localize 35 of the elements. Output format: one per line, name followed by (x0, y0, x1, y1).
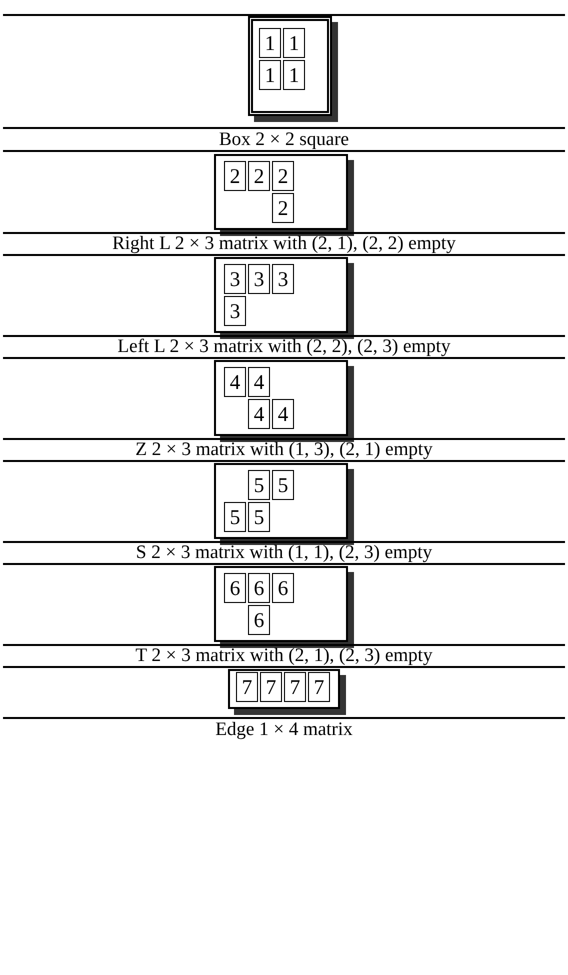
number-cell: 4 (248, 367, 270, 397)
number-cell: 5 (248, 502, 270, 532)
node-label: Edge 1 × 4 matrix (214, 719, 354, 741)
node-label: Left L 2 × 3 matrix with (2, 2), (2, 3) empty (116, 336, 452, 358)
number-cell: 2 (272, 161, 294, 191)
number-cell: 3 (224, 264, 246, 294)
number-cell: 3 (272, 264, 294, 294)
number-cell: 1 (283, 28, 305, 58)
number-cell: 5 (224, 502, 246, 532)
node-label: Box 2 × 2 square (218, 129, 350, 151)
number-cell: 7 (284, 672, 306, 702)
node-label: S 2 × 3 matrix with (1, 1), (2, 3) empty (134, 542, 434, 564)
number-cell: 2 (224, 161, 246, 191)
number-cell: 6 (272, 573, 294, 603)
node-label: T 2 × 3 matrix with (2, 1), (2, 3) empty (134, 645, 434, 667)
number-cell: 7 (308, 672, 330, 702)
node-label: Right L 2 × 3 matrix with (2, 1), (2, 2) empty (111, 233, 457, 255)
number-cell: 4 (272, 399, 294, 429)
number-cell: 6 (224, 573, 246, 603)
number-cell: 3 (248, 264, 270, 294)
number-cell: 5 (272, 470, 294, 500)
number-cell: 1 (259, 60, 281, 90)
number-cell: 2 (272, 193, 294, 223)
number-cell: 4 (224, 367, 246, 397)
node-label: Z 2 × 3 matrix with (1, 3), (2, 1) empty (134, 439, 434, 461)
number-cell: 7 (260, 672, 282, 702)
number-cell: 7 (236, 672, 258, 702)
number-cell: 4 (248, 399, 270, 429)
number-cell: 5 (248, 470, 270, 500)
number-cell: 6 (248, 605, 270, 635)
number-cell: 2 (248, 161, 270, 191)
number-cell: 6 (248, 573, 270, 603)
number-cell: 1 (259, 28, 281, 58)
number-cell: 1 (283, 60, 305, 90)
number-cell: 3 (224, 296, 246, 326)
